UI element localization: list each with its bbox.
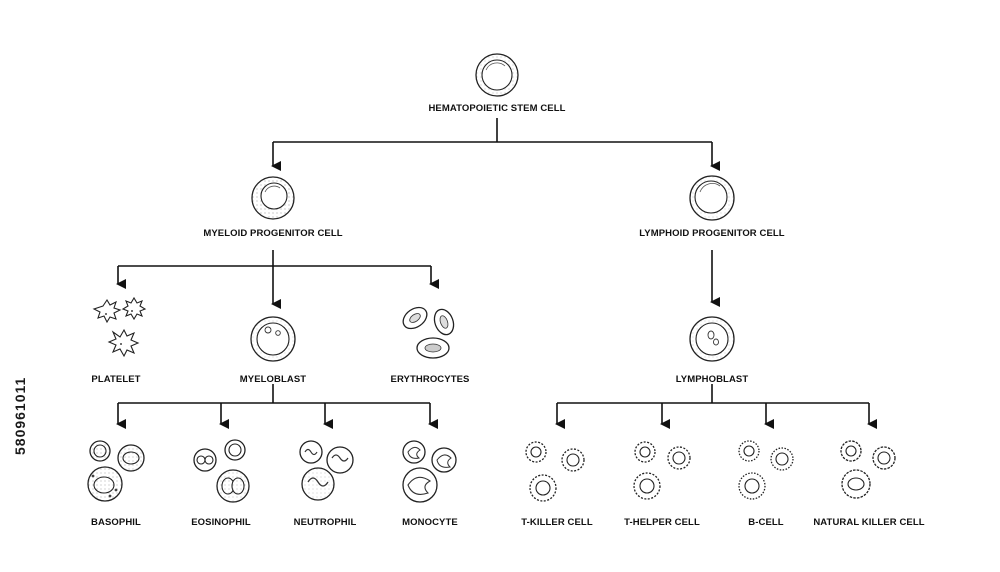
label-monocyte: MONOCYTE	[402, 517, 458, 528]
erythrocytes-icon	[402, 306, 455, 359]
label-lymphoblast: LYMPHOBLAST	[676, 374, 749, 385]
myeloid-progenitor-icon	[251, 176, 295, 220]
t-killer-cell-icon	[525, 441, 585, 502]
label-myeloid-progenitor: MYELOID PROGENITOR CELL	[203, 228, 342, 239]
label-neutrophil: NEUTROPHIL	[294, 517, 357, 528]
label-t-killer-cell: T-KILLER CELL	[521, 517, 593, 528]
monocyte-icon	[402, 440, 457, 503]
lymphoblast-icon	[689, 316, 735, 362]
t-helper-cell-icon	[633, 441, 691, 500]
label-t-helper-cell: T-HELPER CELL	[624, 517, 700, 528]
connectors	[116, 118, 877, 429]
lymphoid-progenitor-icon	[689, 175, 735, 221]
neutrophil-icon	[299, 440, 354, 501]
label-eosinophil: EOSINOPHIL	[191, 517, 251, 528]
basophil-icon	[87, 440, 145, 502]
b-cell-icon	[738, 440, 794, 500]
platelet-icon	[92, 296, 147, 358]
stem-cell-icon	[475, 53, 519, 97]
label-lymphoid-progenitor: LYMPHOID PROGENITOR CELL	[639, 228, 785, 239]
label-myeloblast: MYELOBLAST	[240, 374, 307, 385]
natural-killer-cell-icon	[840, 440, 896, 499]
label-basophil: BASOPHIL	[91, 517, 141, 528]
label-erythrocytes: ERYTHROCYTES	[391, 374, 470, 385]
myeloblast-icon	[250, 316, 296, 362]
label-platelet: PLATELET	[91, 374, 140, 385]
label-b-cell: B-CELL	[748, 517, 784, 528]
label-natural-killer-cell: NATURAL KILLER CELL	[813, 517, 924, 528]
eosinophil-icon	[193, 439, 250, 503]
watermark-id: 580961011	[12, 376, 28, 455]
label-stem-cell: HEMATOPOIETIC STEM CELL	[428, 103, 565, 114]
labels: HEMATOPOIETIC STEM CELL MYELOID PROGENIT…	[91, 103, 925, 528]
